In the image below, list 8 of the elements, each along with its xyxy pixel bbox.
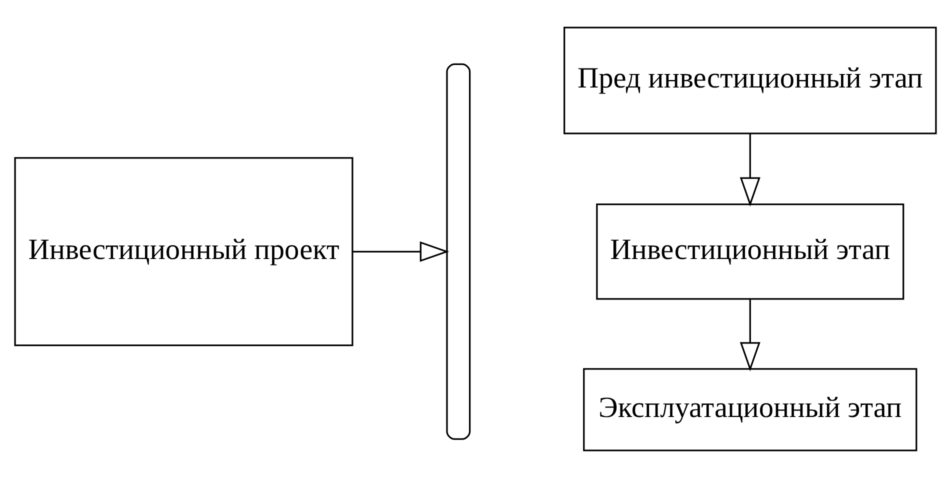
node-box: Эксплуатационный этап [583,368,918,451]
arrow [352,240,450,262]
node-brace [446,62,471,440]
arrow [740,298,760,371]
arrow [740,133,760,206]
node-box: Инвестиционный этап [596,203,904,300]
node-box: Инвестиционный проект [14,156,354,346]
node-box: Пред инвестиционный этап [564,26,937,134]
